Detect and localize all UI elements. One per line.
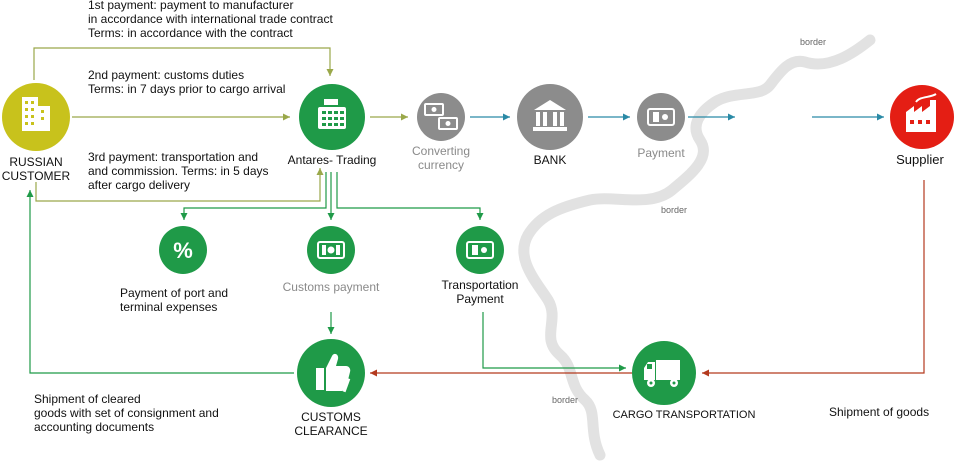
customs-clearance-label: CUSTOMS CLEARANCE xyxy=(294,410,368,438)
payment3-line xyxy=(35,168,324,202)
port-label: Payment of port and terminal expenses xyxy=(120,286,229,314)
cargo-label: CARGO TRANSPORTATION xyxy=(612,409,756,421)
payment3-note: 3rd payment: transportation and and comm… xyxy=(88,150,269,192)
converting-label: Converting currency xyxy=(411,144,471,172)
transport-payment-to-cargo-line xyxy=(482,312,626,372)
clearance-to-customer-line xyxy=(26,190,294,374)
cargo-node xyxy=(632,341,696,405)
bank-node xyxy=(517,84,583,150)
banknote-icon xyxy=(466,241,494,259)
banknote-icon xyxy=(317,241,345,259)
customs-payment-label: Customs payment xyxy=(282,280,380,294)
supplier-label: Supplier xyxy=(896,152,944,167)
payment-label: Payment xyxy=(637,146,685,160)
currency-exchange-icon xyxy=(424,103,458,130)
converting-node xyxy=(417,93,465,141)
customs-payment-node xyxy=(307,226,355,274)
thumbs-up-icon xyxy=(316,353,351,393)
payment2-note: 2nd payment: customs duties Terms: in 7 … xyxy=(88,68,286,96)
payment-node xyxy=(637,93,685,141)
antares-node xyxy=(299,84,365,150)
bank-icon xyxy=(533,100,567,131)
payment1-note: 1st payment: payment to manufacturer in … xyxy=(88,0,333,40)
border-label-top: border xyxy=(800,37,827,47)
transport-payment-node xyxy=(456,226,504,274)
border-label-bottom: border xyxy=(552,395,579,405)
supplier-node xyxy=(890,85,954,149)
transport-payment-label: Transportation Payment xyxy=(441,278,519,306)
border-label-middle: border xyxy=(661,205,688,215)
bank-label: BANK xyxy=(533,153,567,167)
building-icon xyxy=(22,97,50,131)
truck-icon xyxy=(644,360,680,387)
banknote-icon xyxy=(647,108,675,126)
border-line xyxy=(518,34,876,461)
percent-icon: % xyxy=(173,238,193,263)
payment1-line xyxy=(33,47,334,80)
shipment-cleared-label: Shipment of cleared goods with set of co… xyxy=(34,392,219,434)
antares-to-port-line xyxy=(180,172,327,220)
antares-to-transport-payment-line xyxy=(336,172,484,220)
factory-icon xyxy=(906,93,937,132)
cash-register-icon xyxy=(318,99,346,129)
port-node: % xyxy=(159,226,207,274)
shipment-goods-label: Shipment of goods xyxy=(829,405,930,419)
supplier-to-cargo-line xyxy=(702,180,925,377)
customer-node xyxy=(2,83,70,151)
antares-label: Antares- Trading xyxy=(287,153,377,167)
customer-label: RUSSIAN CUSTOMER xyxy=(1,155,71,183)
customs-clearance-node xyxy=(297,339,365,407)
